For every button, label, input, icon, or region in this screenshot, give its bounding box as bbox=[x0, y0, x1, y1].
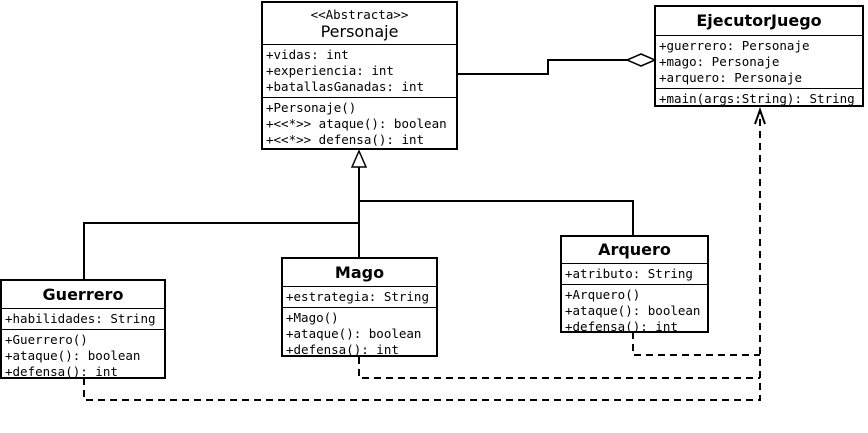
method: +defensa(): int bbox=[565, 319, 678, 334]
method: +main(args:String): String bbox=[659, 91, 855, 106]
dependency-line-guerrero bbox=[83, 113, 761, 401]
inheritance-lines bbox=[83, 167, 634, 279]
methods-section: +Mago() +ataque(): boolean +defensa(): i… bbox=[283, 308, 436, 360]
attributes-section: +estrategia: String bbox=[283, 287, 436, 308]
attributes-section: +atributo: String bbox=[562, 264, 707, 285]
methods-section: +main(args:String): String bbox=[656, 89, 862, 109]
class-guerrero[interactable]: Guerrero +habilidades: String +Guerrero(… bbox=[0, 279, 166, 379]
class-header: <<Abstracta>> Personaje bbox=[263, 3, 456, 45]
class-ejecutor-juego[interactable]: EjecutorJuego +guerrero: Personaje +mago… bbox=[654, 5, 864, 107]
attributes-section: +habilidades: String bbox=[2, 309, 164, 330]
attribute: +arquero: Personaje bbox=[659, 70, 802, 85]
method: +Guerrero() bbox=[5, 332, 88, 347]
class-name: Mago bbox=[334, 263, 385, 282]
class-stereotype: <<Abstracta>> bbox=[310, 7, 409, 22]
class-name: Arquero bbox=[598, 240, 671, 259]
method: +<<*>> defensa(): int bbox=[266, 132, 425, 147]
class-header: Mago bbox=[283, 259, 436, 287]
method: +ataque(): boolean bbox=[286, 326, 422, 341]
generalization-arrowhead bbox=[350, 149, 368, 168]
dependency-line-mago bbox=[358, 357, 760, 379]
dependency-arrowhead bbox=[754, 107, 766, 125]
attribute: +mago: Personaje bbox=[659, 54, 780, 69]
class-name: Guerrero bbox=[42, 285, 124, 304]
attribute: +experiencia: int bbox=[266, 63, 394, 78]
attribute: +batallasGanadas: int bbox=[266, 79, 425, 94]
method: +ataque(): boolean bbox=[5, 348, 141, 363]
method: +defensa(): int bbox=[5, 364, 118, 379]
class-header: Arquero bbox=[562, 237, 707, 264]
attribute: +estrategia: String bbox=[286, 289, 429, 304]
method: +Arquero() bbox=[565, 287, 641, 302]
method: +ataque(): boolean bbox=[565, 303, 701, 318]
method: +Personaje() bbox=[266, 100, 357, 115]
class-arquero[interactable]: Arquero +atributo: String +Arquero() +at… bbox=[560, 235, 709, 334]
attribute: +atributo: String bbox=[565, 266, 693, 281]
methods-section: +Arquero() +ataque(): boolean +defensa()… bbox=[562, 285, 707, 337]
methods-section: +Guerrero() +ataque(): boolean +defensa(… bbox=[2, 330, 164, 382]
methods-section: +Personaje() +<<*>> ataque(): boolean +<… bbox=[263, 98, 456, 150]
method: +defensa(): int bbox=[286, 342, 399, 357]
aggregation-diamond bbox=[625, 53, 657, 67]
class-name: EjecutorJuego bbox=[696, 11, 822, 30]
class-header: Guerrero bbox=[2, 281, 164, 309]
attributes-section: +vidas: int +experiencia: int +batallasG… bbox=[263, 45, 456, 98]
method: +<<*>> ataque(): boolean bbox=[266, 116, 447, 131]
inheritance-line-guerrero bbox=[83, 222, 359, 279]
attribute: +guerrero: Personaje bbox=[659, 38, 810, 53]
inheritance-line-arquero bbox=[359, 200, 634, 235]
method: +Mago() bbox=[286, 310, 339, 325]
attribute: +vidas: int bbox=[266, 47, 349, 62]
attributes-section: +guerrero: Personaje +mago: Personaje +a… bbox=[656, 36, 862, 89]
dependency-lines bbox=[83, 113, 761, 401]
class-name: Personaje bbox=[320, 22, 399, 41]
class-mago[interactable]: Mago +estrategia: String +Mago() +ataque… bbox=[281, 257, 438, 357]
class-header: EjecutorJuego bbox=[656, 7, 862, 36]
attribute: +habilidades: String bbox=[5, 311, 156, 326]
aggregation-line bbox=[457, 59, 627, 75]
class-personaje[interactable]: <<Abstracta>> Personaje +vidas: int +exp… bbox=[261, 1, 458, 150]
